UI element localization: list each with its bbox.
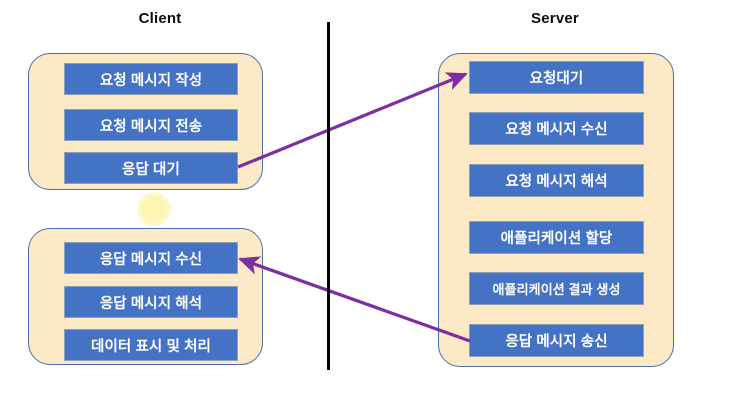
server-step-wait-request[interactable]: 요청대기 bbox=[469, 61, 644, 94]
client-step-receive-response[interactable]: 응답 메시지 수신 bbox=[64, 242, 238, 274]
glow-marker-icon bbox=[137, 192, 171, 226]
client-step-send-request[interactable]: 요청 메시지 전송 bbox=[64, 109, 238, 141]
server-step-generate-result[interactable]: 애플리케이션 결과 생성 bbox=[469, 272, 644, 305]
client-column-title: Client bbox=[138, 10, 182, 27]
client-step-parse-response[interactable]: 응답 메시지 해석 bbox=[64, 286, 238, 318]
server-step-assign-application[interactable]: 애플리케이션 할당 bbox=[469, 221, 644, 254]
server-step-send-response[interactable]: 응답 메시지 송신 bbox=[469, 324, 644, 357]
client-server-divider bbox=[327, 22, 330, 370]
server-column-title: Server bbox=[531, 10, 579, 27]
client-step-display-data[interactable]: 데이터 표시 및 처리 bbox=[64, 329, 238, 361]
client-step-compose-request[interactable]: 요청 메시지 작성 bbox=[64, 63, 238, 95]
request-arrow bbox=[237, 72, 468, 169]
server-group bbox=[438, 53, 674, 367]
server-step-parse-request[interactable]: 요청 메시지 해석 bbox=[469, 164, 644, 197]
server-step-receive-request[interactable]: 요청 메시지 수신 bbox=[469, 112, 644, 145]
response-arrow bbox=[238, 256, 471, 343]
client-step-wait-response[interactable]: 응답 대기 bbox=[64, 152, 238, 184]
